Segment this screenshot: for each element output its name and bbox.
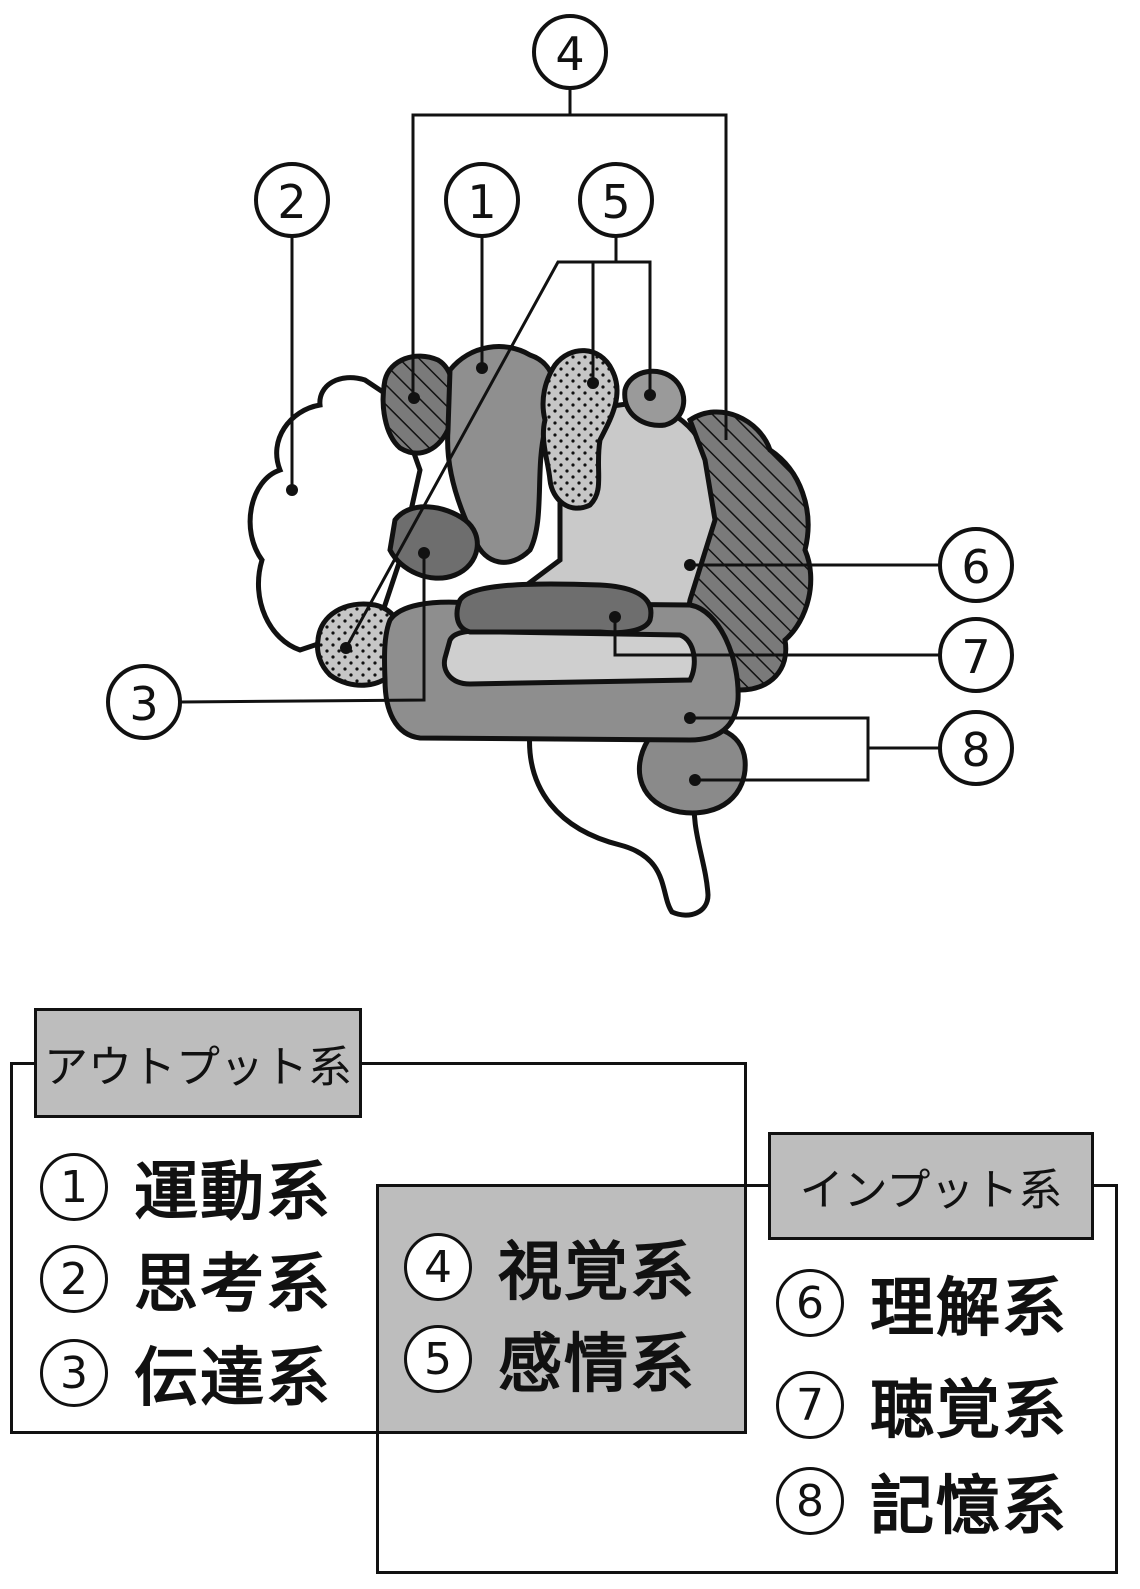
legend-num-5: 5 [404,1325,472,1393]
legend-label-5: 感情系 [498,1328,696,1402]
legend-item-2: 2 思考系 [40,1238,332,1322]
input-group-title: インプット系 [768,1132,1094,1240]
speech-region-3 [387,504,480,581]
legend-num-3: 3 [40,1339,108,1407]
callout-1: 1 [444,162,520,238]
svg-text:6: 6 [961,540,990,594]
legend-label-6: 理解系 [870,1272,1068,1346]
occipital-region-4-upper [380,353,457,456]
leader-lines [179,88,940,782]
callout-2: 2 [254,162,330,238]
legend-item-8: 8 記憶系 [776,1460,1068,1544]
legend-label-4: 視覚系 [498,1236,696,1310]
auditory-region-7 [454,581,654,636]
svg-text:7: 7 [961,630,990,684]
legend-item-5: 5 感情系 [404,1318,696,1402]
callout-8: 8 [938,710,1014,786]
callout-4: 4 [532,14,608,90]
callout-7: 7 [938,617,1014,693]
svg-text:3: 3 [129,677,158,731]
svg-text:2: 2 [277,175,306,229]
legend-label-7: 聴覚系 [870,1374,1068,1448]
legend-num-7: 7 [776,1371,844,1439]
auditory-band [441,628,697,687]
legend-num-1: 1 [40,1153,108,1221]
svg-text:4: 4 [555,27,584,81]
legend-item-6: 6 理解系 [776,1262,1068,1346]
svg-text:1: 1 [467,175,496,229]
legend-num-2: 2 [40,1245,108,1313]
legend-num-8: 8 [776,1467,844,1535]
brain-diagram: 4 2 1 5 3 6 7 8 [106,14,1014,918]
callout-6: 6 [938,527,1014,603]
output-group-title: アウトプット系 [34,1008,362,1118]
svg-text:5: 5 [601,175,630,229]
legend-item-1: 1 運動系 [40,1146,332,1230]
legend-item-4: 4 視覚系 [404,1226,696,1310]
legend-label-3: 伝達系 [134,1342,332,1416]
svg-text:8: 8 [961,723,990,777]
callout-5: 5 [578,162,654,238]
legend-num-4: 4 [404,1233,472,1301]
legend-num-6: 6 [776,1269,844,1337]
legend-label-1: 運動系 [134,1156,332,1230]
legend-label-8: 記憶系 [870,1470,1068,1544]
legend-label-2: 思考系 [134,1248,332,1322]
legend-item-7: 7 聴覚系 [776,1364,1068,1448]
callout-3: 3 [106,664,182,740]
emotion-region-5 [540,348,620,511]
legend-item-3: 3 伝達系 [40,1332,332,1416]
